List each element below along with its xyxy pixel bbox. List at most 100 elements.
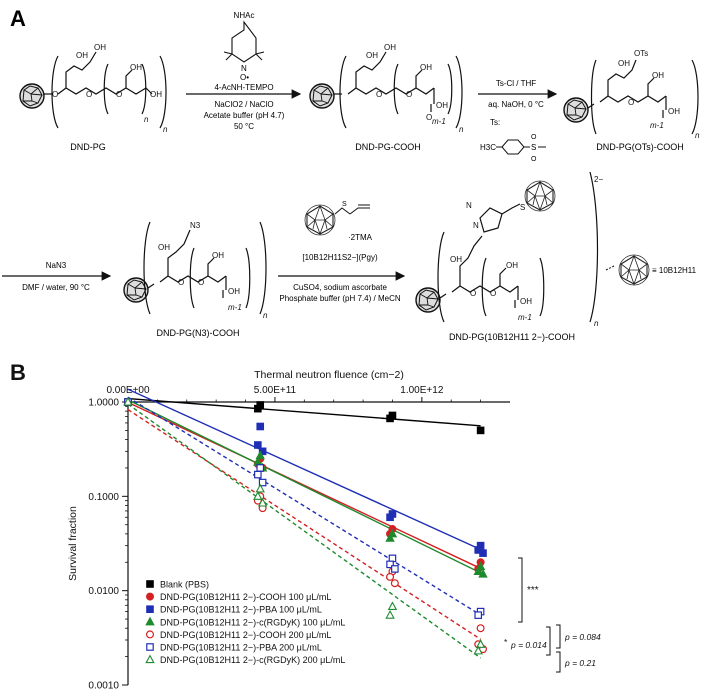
step2-reaction: Ts-Cl / THF aq. NaOH, 0 °C Ts: H3C S O O: [478, 79, 558, 163]
fit-lines: [127, 388, 482, 659]
data-point-square: [146, 643, 154, 651]
o-label: O: [52, 90, 58, 99]
panel-letter-a: A: [10, 6, 26, 31]
survival-chart: 0.00E+00 5.00E+11 1.00E+12 Thermal neutron …: [67, 369, 601, 692]
fit-line: [127, 396, 481, 616]
legend-label: DND-PG(10B12H11 2−)-c(RGDyK) 100 μL/mL: [160, 617, 345, 627]
dnd-pg-ots-cooh-structure: [563, 59, 699, 135]
chart-legend: Blank (PBS) DND-PG(10B12H11 2−)-COOH 100 …: [145, 580, 345, 665]
data-point-triangle: [255, 450, 265, 460]
reagent-name: [10B12H11S2−](Pgy): [302, 253, 378, 262]
fit-line: [127, 401, 481, 570]
legend-label: DND-PG(10B12H11 2−)-PBA 200 μL/mL: [160, 643, 322, 653]
condition-text: aq. NaOH, 0 °C: [488, 100, 544, 109]
cluster-legend: ≡ 10B12H11: [605, 254, 697, 286]
data-point-circle: [146, 630, 155, 639]
triazole-n-label: N: [473, 221, 479, 230]
data-point-square: [146, 605, 154, 614]
oh-label: OH: [436, 101, 448, 110]
legend-label: Blank (PBS): [160, 580, 209, 590]
legend-label: DND-PG(10B12H11 2−)-c(RGDyK) 200 μL/mL: [160, 655, 345, 665]
label-dnd-pg-b12-cooh: DND-PG(10B12H11 2−)-COOH: [449, 332, 575, 342]
data-point-circle: [386, 572, 395, 581]
reagent-name: 4-AcNH-TEMPO: [214, 83, 273, 92]
oh-label: OH: [228, 287, 240, 296]
tempo-o-label: O•: [240, 73, 249, 82]
oh-label: OH: [618, 59, 630, 68]
data-point-circle: [146, 592, 155, 601]
oh-label: OH: [450, 255, 462, 264]
ts-oxygen: O: [531, 134, 537, 141]
o-label: O: [86, 90, 92, 99]
x-axis-title: Thermal neutron fluence (cm−2): [254, 369, 404, 381]
data-point-square: [391, 565, 399, 573]
oh-label: OH: [76, 51, 88, 60]
fit-line: [127, 399, 481, 574]
o-label: O: [470, 289, 476, 298]
x-tick-label: 1.00E+12: [400, 385, 444, 396]
legend-label: DND-PG(10B12H11 2−)-COOH 100 μL/mL: [160, 592, 331, 602]
y-tick-label: 1.0000: [88, 398, 119, 409]
label-dnd-pg: DND-PG: [70, 142, 106, 152]
label-dnd-pg-cooh: DND-PG-COOH: [355, 142, 421, 152]
data-point-triangle: [145, 616, 155, 626]
subscript-n: n: [459, 125, 464, 134]
data-point-square: [386, 414, 394, 423]
x-tick-label: 5.00E+11: [254, 385, 297, 396]
legend-label: DND-PG(10B12H11 2−)-COOH 200 μL/mL: [160, 630, 331, 640]
subscript-m1: m-1: [518, 313, 532, 322]
data-points: [123, 396, 488, 655]
cluster-legend-text: ≡ 10B12H11: [652, 266, 697, 275]
condition-text: 50 °C: [234, 122, 254, 131]
data-point-triangle: [478, 568, 488, 578]
triazole-n-label: N: [466, 201, 472, 210]
label-dnd-pg-ots-cooh: DND-PG(OTs)-COOH: [596, 142, 684, 152]
condition-text: DMF / water, 90 °C: [22, 283, 90, 292]
sig-p3: p = 0.21: [564, 658, 596, 668]
ts-oxygen: O: [531, 156, 537, 163]
data-point-square: [254, 404, 262, 413]
sig-stars: ***: [527, 585, 539, 596]
sig-p1: p = 0.014: [510, 640, 547, 650]
oh-label: OH: [158, 243, 170, 252]
data-point-triangle: [473, 645, 483, 655]
s-label: S: [520, 203, 525, 212]
condition-text: Phosphate buffer (pH 7.4) / MeCN: [279, 294, 400, 303]
oh-label: OH: [420, 63, 432, 72]
oh-label: OH: [212, 251, 224, 260]
o-label: O: [628, 98, 634, 107]
data-point-square: [256, 464, 265, 472]
data-point-square: [474, 611, 483, 619]
o-label: O: [116, 90, 122, 99]
bracket-stars: [518, 557, 523, 623]
bracket-p1: [546, 626, 551, 656]
subscript-n: n: [594, 319, 599, 328]
legend-label: DND-PG(10B12H11 2−)-PBA 100 μL/mL: [160, 605, 322, 615]
fit-line: [127, 403, 482, 659]
oh-label: OH: [130, 63, 142, 72]
o-label: O: [376, 90, 382, 99]
label-dnd-pg-n3-cooh: DND-PG(N3)-COOH: [157, 328, 240, 338]
charge-label: 2−: [594, 175, 603, 184]
dnd-pg-b12-cooh-structure: [415, 171, 599, 323]
subscript-n: n: [263, 311, 268, 320]
subscript-m1: m-1: [650, 121, 664, 130]
condition-text: Acetate buffer (pH 4.7): [204, 111, 285, 120]
data-point-triangle: [473, 566, 483, 575]
bracket-p3: [556, 651, 561, 673]
o-label: O: [406, 90, 412, 99]
y-axis-title: Survival fraction: [67, 506, 79, 581]
y-tick-label: 0.1000: [88, 492, 119, 503]
step3-reaction: NaN3 DMF / water, 90 °C: [2, 261, 112, 292]
x-tick-label: 0.00E+00: [106, 385, 150, 396]
oh-label: OH: [506, 261, 518, 270]
dnd-pg-n3-cooh-structure: [123, 221, 267, 315]
condition-text: NaClO2 / NaClO: [214, 100, 273, 109]
data-point-triangle: [255, 483, 265, 493]
reagent-salt: ·2TMA: [348, 233, 373, 242]
panel-letter-b: B: [10, 360, 26, 385]
o-label: O: [490, 289, 496, 298]
data-point-circle: [390, 579, 399, 588]
ts-methyl: H3C: [480, 143, 496, 152]
